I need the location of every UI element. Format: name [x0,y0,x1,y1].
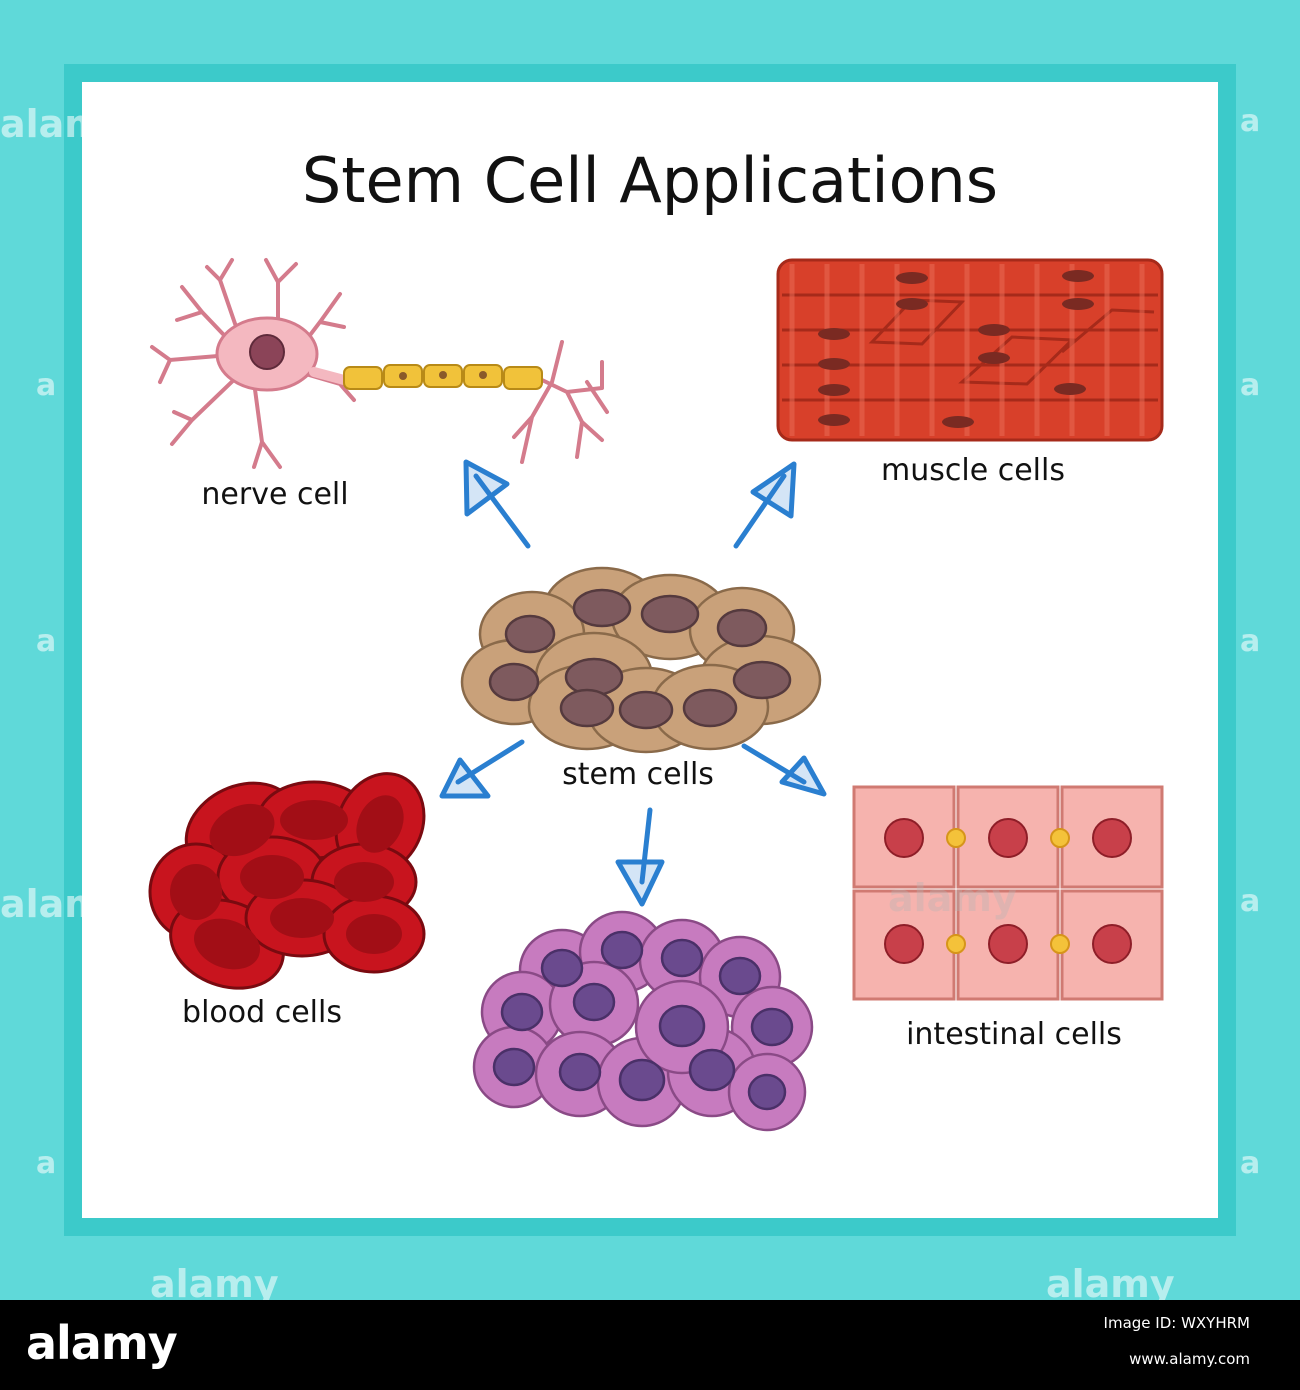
page-title: Stem Cell Applications [302,144,998,217]
nerve-cell-label: nerve cell [201,477,348,512]
watermark: alamy [888,876,1017,920]
footer-bar: alamy Image ID: WXYHRM www.alamy.com [0,1300,1300,1390]
site-url[interactable]: www.alamy.com [1129,1350,1250,1368]
stem-cells-illustration [460,566,822,754]
purple-cells-illustration [472,910,814,1132]
nerve-cell-illustration [150,258,609,469]
blood-cells-illustration [148,772,426,990]
watermark: alamy [0,882,129,926]
watermark: alamy [150,1262,279,1306]
diagram: Stem Cell Applications nerve cell [148,144,1164,1132]
muscle-cells-label: muscle cells [881,453,1065,488]
arrow-to-intestinal [741,743,827,797]
watermark: alamy [1046,1262,1175,1306]
watermark: a [1240,1146,1261,1181]
watermark: a [1240,624,1261,659]
arrow-to-muscle [733,461,797,549]
watermark: alamy [0,102,129,146]
stem-cells-label: stem cells [562,757,714,792]
watermark: a [36,624,57,659]
watermark: a [1240,368,1261,403]
arrow-to-purple [615,807,665,907]
blood-cells-label: blood cells [182,995,342,1030]
image-id: Image ID: WXYHRM [1103,1314,1250,1332]
watermark: a [1240,884,1261,919]
watermark: a [36,1146,57,1181]
muscle-cells-illustration [776,258,1164,442]
arrow-to-nerve [463,459,531,549]
arrow-to-blood [439,739,525,799]
intestinal-cells-illustration [852,785,1164,1001]
intestinal-cells-label: intestinal cells [906,1017,1122,1052]
watermark: a [1240,104,1261,139]
diagram-canvas: Stem Cell Applications nerve cell [82,82,1218,1218]
alamy-logo[interactable]: alamy [26,1316,178,1370]
watermark: a [36,368,57,403]
